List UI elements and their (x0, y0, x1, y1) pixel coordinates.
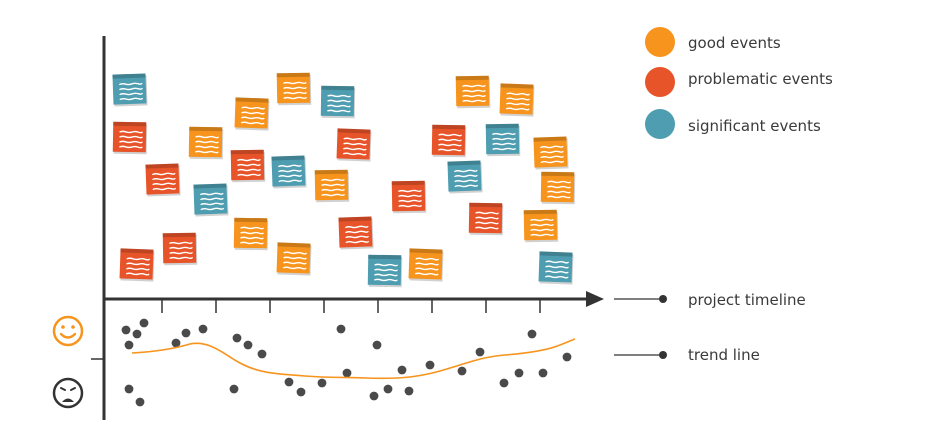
mood-dot (132, 329, 142, 339)
trend-callout: trend line (614, 346, 760, 364)
mood-dot (336, 324, 346, 334)
sticky-note-problematic (391, 180, 427, 214)
mood-dot (229, 384, 239, 394)
sticky-note-good (533, 136, 569, 170)
mood-dot (425, 360, 435, 370)
legend-item-problematic: problematic events (645, 67, 833, 97)
mood-dot (135, 397, 145, 407)
sticky-note-problematic (336, 128, 372, 162)
sticky-note-significant (271, 155, 307, 189)
sticky-note-significant (485, 123, 521, 157)
sticky-note-good (408, 248, 444, 282)
sticky-note-problematic (119, 248, 155, 282)
sticky-note-good (455, 75, 491, 109)
trend-label: trend line (688, 346, 760, 364)
sticky-note-good (233, 217, 269, 251)
sticky-note-good (276, 242, 312, 276)
mood-dot (457, 366, 467, 376)
mood-dot (181, 328, 191, 338)
mood-dot (232, 333, 242, 343)
sticky-note-good (276, 72, 312, 106)
legend-item-good: good events (645, 27, 781, 57)
sticky-note-good (499, 83, 535, 117)
sticky-note-good (234, 97, 270, 131)
sticky-note-problematic (162, 232, 198, 266)
mood-dot (139, 318, 149, 328)
mood-dot (372, 340, 382, 350)
mood-dot (499, 378, 509, 388)
sticky-note-problematic (468, 202, 504, 236)
mood-dot (257, 349, 267, 359)
sticky-note-significant (538, 251, 574, 285)
mood-dot (296, 387, 306, 397)
mood-dot (342, 368, 352, 378)
sticky-note-significant (367, 254, 403, 288)
svg-text:problematic events: problematic events (688, 70, 833, 88)
sad-face-icon (52, 377, 84, 409)
happy-face-icon (52, 315, 84, 347)
sticky-note-significant (320, 85, 356, 119)
mood-dot (527, 329, 537, 339)
sticky-note-problematic (338, 216, 374, 250)
mood-dot (317, 378, 327, 388)
trend-line (131, 338, 576, 380)
mood-dot (475, 347, 485, 357)
sticky-note-problematic (112, 121, 148, 155)
sticky-note-problematic (230, 149, 266, 183)
mood-dot (397, 365, 407, 375)
mood-dots (121, 318, 572, 407)
mood-dot (284, 377, 294, 387)
sticky-note-significant (193, 183, 229, 217)
sticky-note-significant (447, 160, 483, 194)
svg-text:significant events: significant events (688, 117, 821, 135)
timeline-label: project timeline (688, 291, 806, 309)
x-axis-ticks (161, 299, 541, 313)
sticky-note-good (540, 171, 576, 205)
mood-dot (383, 384, 393, 394)
mood-dot (562, 352, 572, 362)
timeline-callout: project timeline (614, 291, 806, 309)
sticky-note-problematic (145, 163, 181, 197)
mood-dot (124, 384, 134, 394)
mood-dot (243, 340, 253, 350)
sticky-note-good (188, 126, 224, 160)
legend-item-significant: significant events (645, 109, 821, 139)
mood-dot (171, 338, 181, 348)
sticky-note-good (314, 169, 350, 203)
svg-text:good events: good events (688, 34, 781, 52)
mood-dot (369, 391, 379, 401)
mood-dot (198, 324, 208, 334)
x-axis-arrowhead (586, 291, 604, 307)
mood-dot (538, 368, 548, 378)
mood-dot (514, 368, 524, 378)
sticky-note-significant (112, 73, 148, 107)
legend: good events problematic events significa… (645, 27, 833, 139)
sticky-note-problematic (431, 124, 467, 158)
mood-dot (121, 325, 131, 335)
sticky-notes (112, 72, 576, 288)
sticky-note-good (523, 209, 559, 243)
mood-dot (124, 340, 134, 350)
axes (91, 36, 604, 420)
mood-dot (404, 386, 414, 396)
